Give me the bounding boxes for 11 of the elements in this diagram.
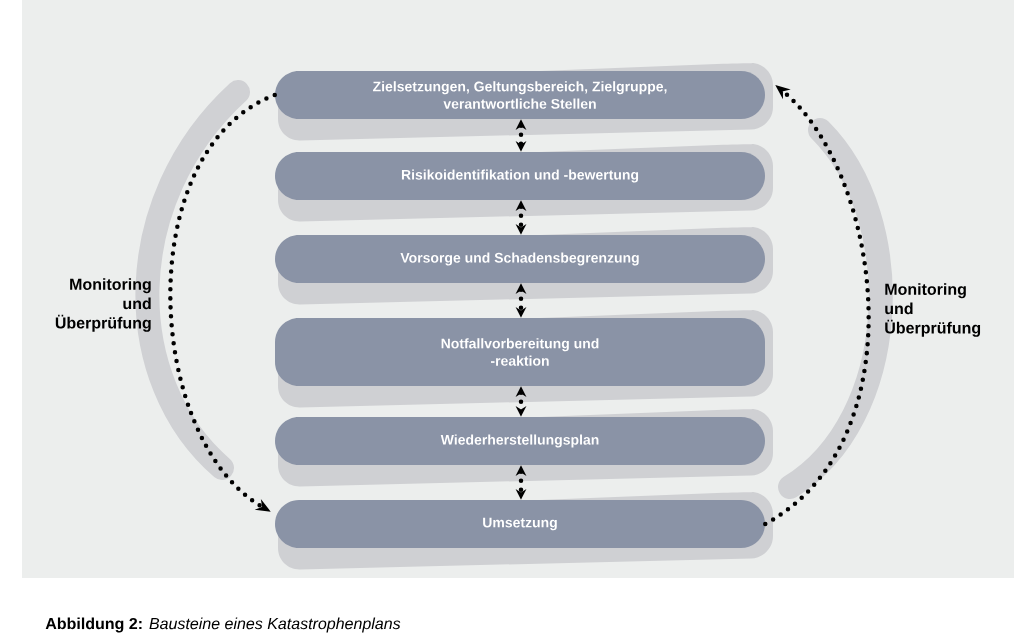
arrow bbox=[168, 92, 277, 512]
process-box: Zielsetzungen, Geltungsbereich, Zielgruppe, verantwortliche Stellen bbox=[275, 63, 773, 141]
edge-label: Monitoring und Überprüfung bbox=[55, 278, 151, 332]
process-box: Notfallvorbereitung und -reaktion bbox=[275, 310, 773, 408]
arrow bbox=[763, 85, 871, 527]
caption: Abbildung 2: Bausteine eines Katastrophenplans bbox=[45, 617, 401, 633]
process-box: Wiederherstellungsplan bbox=[275, 409, 773, 487]
process-box: Vorsorge und Schadensbegrenzung bbox=[275, 227, 773, 305]
process-box: Risikoidentifikation und -bewertung bbox=[275, 144, 773, 222]
edge-label: Monitoring und Überprüfung bbox=[885, 283, 981, 337]
process-box: Umsetzung bbox=[275, 492, 773, 570]
